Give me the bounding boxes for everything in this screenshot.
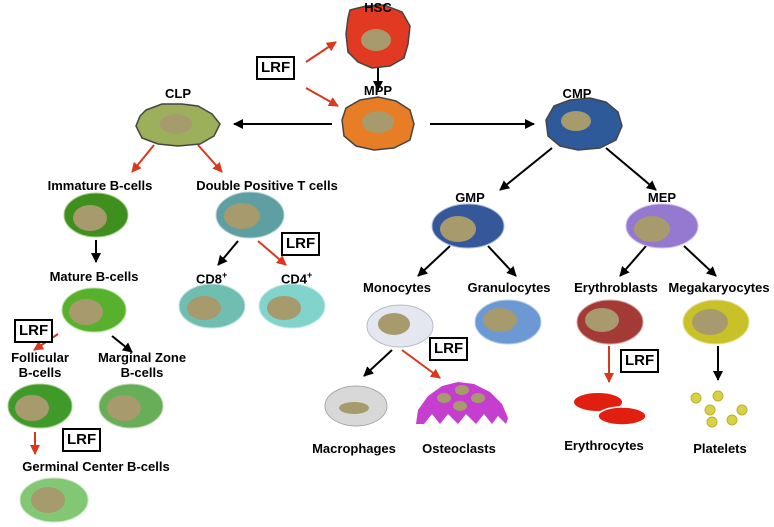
- label-follicular-b: Follicular B-cells: [11, 350, 69, 380]
- arrow-mep-to-erythroblasts: [619, 245, 647, 277]
- label-megakaryocytes: Megakaryocytes: [668, 280, 770, 295]
- label-dp-t: Double Positive T cells: [196, 178, 338, 193]
- arrow-lrf-to-mpp: [305, 87, 339, 107]
- cell-erythrocytes: [574, 393, 647, 426]
- label-mature-b: Mature B-cells: [49, 269, 139, 284]
- label-immature-b: Immature B-cells: [47, 178, 153, 193]
- label-erythroblasts: Erythroblasts: [574, 280, 658, 295]
- cell-megakaryocytes: [682, 299, 750, 345]
- label-macrophages: Macrophages: [312, 441, 396, 456]
- cell-gmp: [431, 203, 505, 249]
- arrow-clp-to-immature-b: [131, 144, 155, 173]
- lrf-box-osteoclasts: LRF: [429, 337, 469, 361]
- cell-follicular-b: [7, 383, 73, 429]
- label-germinal-b: Germinal Center B-cells: [22, 459, 170, 474]
- arrow-mep-to-megakaryocytes: [683, 245, 717, 277]
- label-gmp: GMP: [455, 190, 485, 205]
- lrf-box-cd4: LRF: [281, 232, 321, 256]
- cell-mep: [625, 203, 699, 249]
- lrf-box-erythrocytes: LRF: [620, 349, 660, 373]
- label-mep: MEP: [647, 190, 677, 205]
- cell-hsc: [345, 4, 411, 69]
- cell-platelets: [690, 390, 748, 428]
- lrf-box-germinal: LRF: [62, 428, 102, 452]
- cell-germinal-b: [19, 477, 89, 523]
- label-follicular-line2: B-cells: [18, 365, 62, 380]
- arrow-monocytes-to-osteoclasts: [401, 349, 441, 379]
- arrow-mature-to-marginal: [111, 335, 133, 353]
- label-marginal-line1: Marginal Zone: [97, 350, 187, 365]
- cell-dp-t: [215, 191, 285, 239]
- arrow-gmp-to-monocytes: [417, 245, 451, 277]
- cell-immature-b: [63, 192, 129, 238]
- label-marginal-line2: B-cells: [120, 365, 164, 380]
- cell-mpp: [341, 96, 415, 151]
- cell-osteoclasts: [416, 382, 508, 424]
- arrow-dpt-to-cd8: [217, 240, 239, 266]
- arrow-clp-to-dp-t: [197, 144, 223, 173]
- arrow-monocytes-to-macrophages: [363, 349, 393, 377]
- cell-monocytes: [366, 304, 434, 348]
- arrow-lrf-to-hsc: [305, 41, 337, 63]
- lrf-box-follicular: LRF: [14, 319, 54, 343]
- label-cd8: CD8+: [196, 270, 228, 287]
- arrow-dpt-to-cd4: [257, 240, 287, 266]
- label-monocytes: Monocytes: [363, 280, 431, 295]
- label-mpp: MPP: [363, 83, 393, 98]
- label-clp: CLP: [165, 86, 191, 101]
- cell-cmp: [545, 97, 623, 151]
- lrf-box-hsc-mpp: LRF: [256, 56, 296, 80]
- label-granulocytes: Granulocytes: [467, 280, 551, 295]
- cell-macrophages: [324, 385, 388, 427]
- label-platelets: Platelets: [693, 441, 747, 456]
- arrow-cmp-to-gmp: [499, 147, 553, 191]
- cell-erythroblasts: [576, 299, 644, 345]
- cell-granulocytes: [474, 299, 542, 345]
- label-marginal-b: Marginal Zone B-cells: [98, 350, 186, 380]
- label-cd4: CD4+: [281, 270, 313, 287]
- cell-mature-b: [61, 287, 127, 333]
- cell-cd4: [258, 283, 326, 329]
- cell-marginal-b: [98, 383, 164, 429]
- arrows: [30, 41, 723, 455]
- label-osteoclasts: Osteoclasts: [422, 441, 496, 456]
- cell-cd8: [178, 283, 246, 329]
- arrow-gmp-to-granulocytes: [487, 245, 517, 277]
- arrow-cmp-to-mep: [605, 147, 657, 191]
- label-erythrocytes: Erythrocytes: [564, 438, 644, 453]
- cell-clp: [135, 103, 221, 147]
- label-follicular-line1: Follicular: [11, 350, 69, 365]
- label-cmp: CMP: [562, 86, 592, 101]
- label-hsc: HSC: [364, 0, 392, 15]
